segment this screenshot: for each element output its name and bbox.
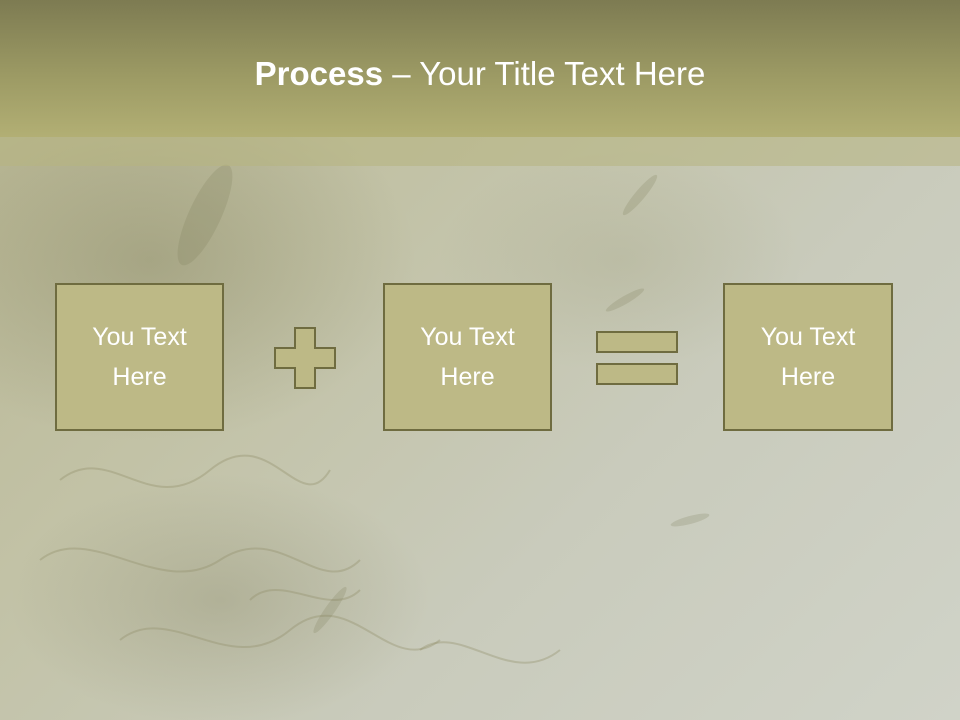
process-box-2-text: You Text Here [408, 317, 528, 397]
title-rest-part: – Your Title Text Here [383, 55, 706, 92]
process-box-3-text: You Text Here [748, 317, 868, 397]
process-box-1-line1: You Text [92, 323, 187, 351]
plus-icon [274, 327, 336, 389]
process-box-1: You Text Here [55, 283, 224, 431]
process-box-3: You Text Here [723, 283, 893, 431]
process-box-2-line1: You Text [420, 323, 515, 351]
title-bold-part: Process [254, 55, 384, 92]
title-band [0, 137, 960, 166]
process-box-3-line1: You Text [760, 323, 856, 351]
process-box-2-line2: Here [440, 363, 495, 391]
process-box-1-text: You Text Here [80, 317, 200, 397]
slide-title: Process – Your Title Text Here [0, 52, 960, 96]
process-box-3-line2: Here [780, 363, 836, 391]
process-box-1-line2: Here [112, 363, 167, 391]
title-bar [0, 0, 960, 137]
equals-icon [596, 331, 678, 385]
process-box-2: You Text Here [383, 283, 552, 431]
